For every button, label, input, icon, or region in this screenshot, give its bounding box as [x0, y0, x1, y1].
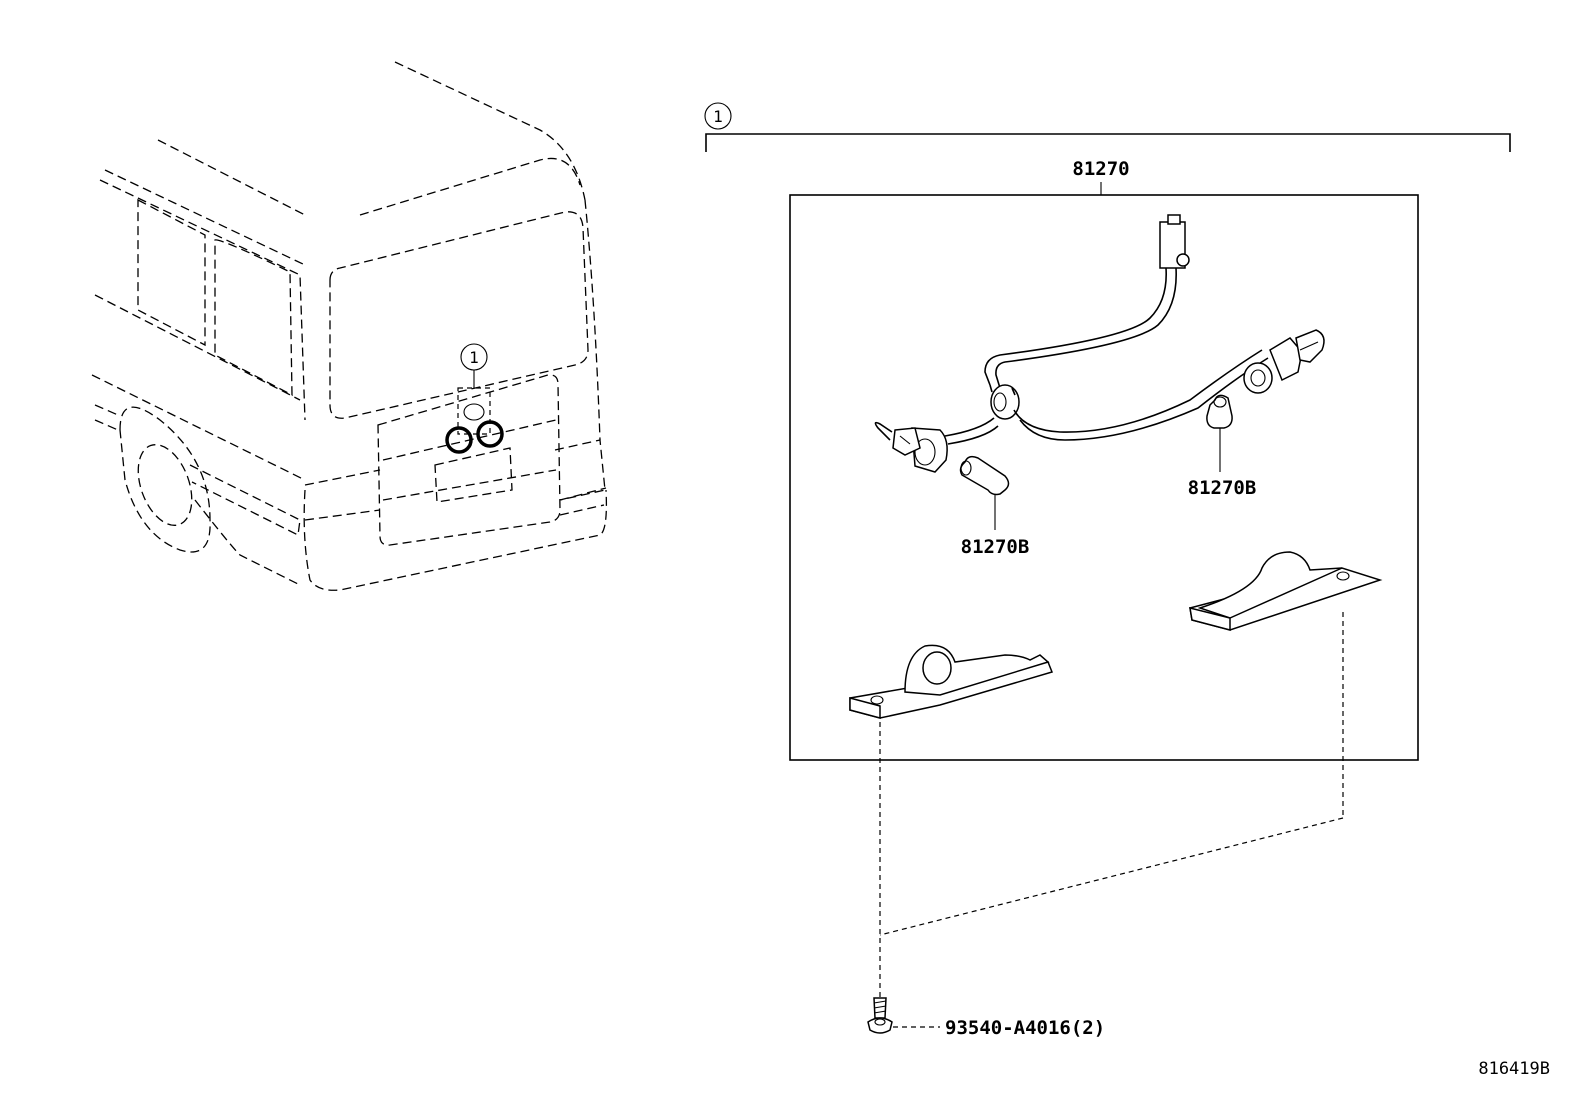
lamp-housing-left [849, 644, 1054, 719]
screw [867, 997, 940, 1034]
assembly-lines [879, 612, 1344, 1000]
lamp-location-right [476, 420, 504, 448]
assembly-box [789, 194, 1419, 761]
bulb-right [1206, 394, 1233, 472]
part-label-screw: 93540-A4016(2) [945, 1017, 1105, 1039]
vehicle-callout-circle [460, 343, 488, 371]
bulb-left [959, 455, 1010, 530]
lamp-housing-right [1189, 551, 1383, 631]
lamp-location-left [445, 426, 473, 454]
group-callout-marker: 1 [713, 107, 723, 126]
diagram-id: 816419B [1478, 1059, 1550, 1079]
part-label-81270: 81270 [1072, 158, 1129, 180]
part-label-81270b-left: 81270B [961, 536, 1030, 558]
lamp-harness [874, 214, 1325, 473]
part-label-81270b-right: 81270B [1188, 477, 1257, 499]
group-bracket: 1 [704, 102, 1511, 152]
vehicle-callout-marker: 1 [469, 348, 479, 367]
vehicle-illustration: 1 [91, 61, 608, 591]
